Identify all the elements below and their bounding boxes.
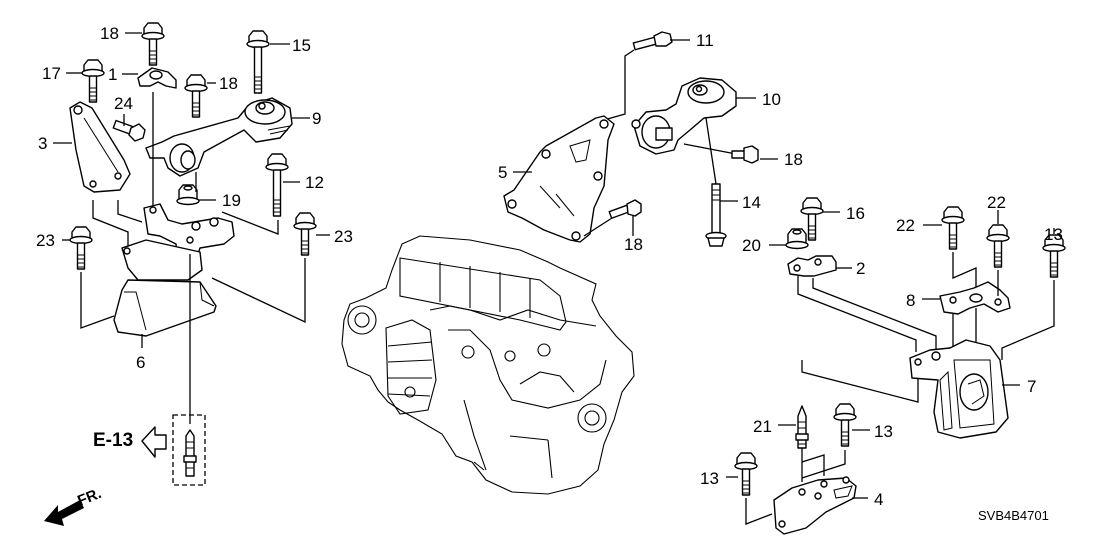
leader-line — [797, 276, 917, 352]
bolt-24[interactable] — [112, 119, 146, 142]
callout-5[interactable]: 5 — [498, 163, 507, 182]
callout-24[interactable]: 24 — [114, 94, 133, 113]
front-arrow-icon — [44, 500, 84, 526]
callout-23[interactable]: 23 — [334, 227, 353, 246]
leader-line — [1001, 280, 1055, 360]
leader-line — [745, 498, 773, 525]
leader-line — [801, 450, 846, 479]
bolt-18-mid[interactable] — [184, 74, 208, 118]
callout-14[interactable]: 14 — [742, 193, 761, 212]
callout-18[interactable]: 18 — [784, 150, 803, 169]
reference-arrow-icon[interactable] — [141, 426, 167, 458]
leader-line — [683, 143, 737, 155]
leader-line — [952, 252, 977, 290]
callout-7[interactable]: 7 — [1027, 377, 1036, 396]
engine-transmission-assembly[interactable] — [341, 235, 635, 495]
callout-18[interactable]: 18 — [219, 74, 238, 93]
callout-23[interactable]: 23 — [36, 231, 55, 250]
callout-22[interactable]: 22 — [896, 216, 915, 235]
callout-2[interactable]: 2 — [856, 259, 865, 278]
bolt-23-right[interactable] — [293, 212, 317, 256]
leader-line — [221, 211, 279, 235]
leader-line — [812, 278, 937, 350]
part-6-upper-bracket[interactable] — [143, 203, 235, 263]
callout-12[interactable]: 12 — [305, 173, 324, 192]
bolt-13-mid[interactable] — [833, 403, 857, 447]
part-7-transmission-mount[interactable] — [909, 339, 1009, 439]
part-5-bracket[interactable] — [503, 115, 615, 243]
leader-line — [603, 49, 635, 121]
part-9-torque-rod[interactable] — [145, 97, 293, 177]
callout-13[interactable]: 13 — [1044, 225, 1063, 244]
callout-20[interactable]: 20 — [742, 236, 761, 255]
callout-1[interactable]: 1 — [108, 65, 117, 84]
bolt-12[interactable] — [265, 153, 289, 217]
part-3-bracket[interactable] — [69, 101, 131, 193]
callout-10[interactable]: 10 — [762, 90, 781, 109]
callout-13[interactable]: 13 — [874, 422, 893, 441]
nut-20[interactable] — [785, 228, 809, 250]
front-label: FR. — [75, 485, 104, 510]
part-1-stopper[interactable] — [137, 67, 177, 89]
callout-3[interactable]: 3 — [38, 134, 47, 153]
callout-15[interactable]: 15 — [292, 36, 311, 55]
part-6-engine-mount[interactable] — [113, 239, 217, 337]
stud-detail-box[interactable] — [172, 414, 206, 486]
callout-22[interactable]: 22 — [987, 193, 1006, 212]
bolt-23-left[interactable] — [69, 226, 93, 270]
callout-19[interactable]: 19 — [222, 191, 241, 210]
reference-label[interactable]: E-13 — [93, 430, 133, 451]
callout-9[interactable]: 9 — [312, 109, 321, 128]
part-4-bracket[interactable] — [773, 476, 857, 535]
callout-18[interactable]: 18 — [100, 24, 119, 43]
leader-line — [583, 217, 613, 237]
bolt-11[interactable] — [632, 31, 673, 51]
bolt-17[interactable] — [81, 59, 105, 103]
bolt-18-rod[interactable] — [731, 145, 759, 164]
bolt-14[interactable] — [705, 183, 727, 247]
callout-21[interactable]: 21 — [753, 417, 772, 436]
bolt-22-right[interactable] — [986, 224, 1010, 268]
leader-line — [801, 454, 825, 476]
stud-21[interactable] — [795, 405, 809, 449]
bolt-18-top[interactable] — [141, 22, 165, 66]
stud-detail — [183, 429, 197, 477]
callout-18[interactable]: 18 — [624, 235, 643, 254]
leader-line — [117, 200, 143, 223]
callout-16[interactable]: 16 — [846, 204, 865, 223]
bolt-13-low[interactable] — [734, 452, 758, 496]
callout-11[interactable]: 11 — [696, 31, 714, 50]
leader-line — [705, 117, 717, 185]
part-8-plate[interactable] — [939, 281, 1011, 315]
bolt-22-left[interactable] — [941, 206, 965, 250]
callout-17[interactable]: 17 — [42, 64, 61, 83]
callout-13[interactable]: 13 — [700, 469, 719, 488]
leader-line — [92, 200, 129, 246]
leader-line — [80, 272, 115, 329]
diagram-code: SVB4B4701 — [978, 508, 1049, 523]
callout-6[interactable]: 6 — [136, 353, 145, 372]
part-2-bracket[interactable] — [787, 255, 837, 277]
callout-4[interactable]: 4 — [874, 490, 883, 509]
leader-line — [211, 258, 306, 324]
callout-8[interactable]: 8 — [906, 291, 915, 310]
leader-line — [801, 360, 919, 403]
bolt-15[interactable] — [246, 30, 270, 94]
bolt-18-lower[interactable] — [608, 199, 642, 219]
part-10-torque-rod[interactable] — [631, 77, 737, 155]
